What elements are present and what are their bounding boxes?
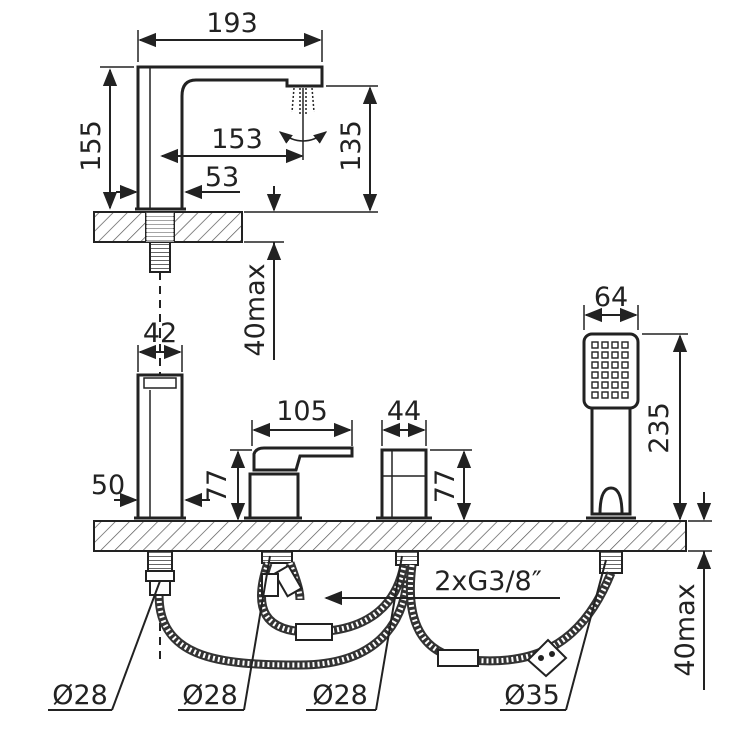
- svg-text:2xG3/8″: 2xG3/8″: [434, 566, 542, 597]
- dim-handshower-length: 235: [642, 333, 688, 521]
- label-hole-1: Ø28: [48, 580, 161, 711]
- svg-text:155: 155: [76, 120, 107, 172]
- dim-outlet-height: 135: [244, 85, 378, 213]
- label-hole-3: Ø28: [306, 555, 403, 711]
- dim-spout-reach-outlet: 153: [160, 124, 304, 164]
- spout-body-side: [136, 65, 324, 211]
- dim-spout-width-front: 42: [137, 318, 183, 372]
- dim-spout-reach-total: 193: [137, 8, 323, 62]
- deck-slab-bottom: [93, 520, 687, 552]
- svg-text:64: 64: [594, 282, 628, 313]
- svg-text:Ø35: Ø35: [504, 680, 560, 711]
- label-hole-2: Ø28: [178, 555, 271, 711]
- spout-front-view: [134, 330, 186, 660]
- dim-deck-thickness-top: 40max: [240, 186, 284, 360]
- connection-hoses: [149, 561, 616, 678]
- spout-side-view: [93, 65, 328, 330]
- dim-spout-base: 53: [116, 162, 240, 200]
- svg-text:Ø28: Ø28: [312, 680, 368, 711]
- dim-mixer-height: 77: [202, 449, 252, 521]
- handshower-body: [582, 332, 640, 574]
- dim-diverter-height: 77: [430, 449, 472, 521]
- svg-text:53: 53: [205, 162, 239, 193]
- handshower-nozzle-grid: [591, 341, 629, 399]
- svg-text:44: 44: [387, 396, 421, 427]
- dim-spout-base-front: 50: [91, 470, 210, 508]
- diverter-body: [376, 448, 432, 566]
- svg-text:42: 42: [143, 318, 177, 349]
- svg-text:40max: 40max: [670, 583, 701, 676]
- svg-text:40max: 40max: [240, 263, 271, 356]
- svg-text:153: 153: [211, 124, 263, 155]
- dim-deck-thickness-bottom: 40max: [670, 492, 712, 690]
- svg-text:77: 77: [202, 469, 233, 503]
- svg-text:105: 105: [276, 396, 328, 427]
- svg-text:235: 235: [644, 402, 675, 454]
- spray-icon: [278, 87, 328, 160]
- label-hole-4: Ø35: [500, 559, 607, 711]
- svg-text:Ø28: Ø28: [182, 680, 238, 711]
- svg-text:193: 193: [206, 8, 258, 39]
- label-connection-thread: 2xG3/8″: [324, 566, 560, 606]
- dim-diverter-width: 44: [381, 396, 427, 446]
- dim-spout-height-total: 155: [76, 66, 134, 210]
- spout-shank: [149, 241, 171, 273]
- svg-text:Ø28: Ø28: [52, 680, 108, 711]
- dim-handshower-width: 64: [583, 282, 639, 330]
- svg-text:135: 135: [336, 120, 367, 172]
- svg-text:77: 77: [430, 469, 461, 503]
- dim-mixer-length: 105: [251, 396, 353, 446]
- mixer-body: [244, 446, 354, 564]
- svg-text:50: 50: [91, 470, 125, 501]
